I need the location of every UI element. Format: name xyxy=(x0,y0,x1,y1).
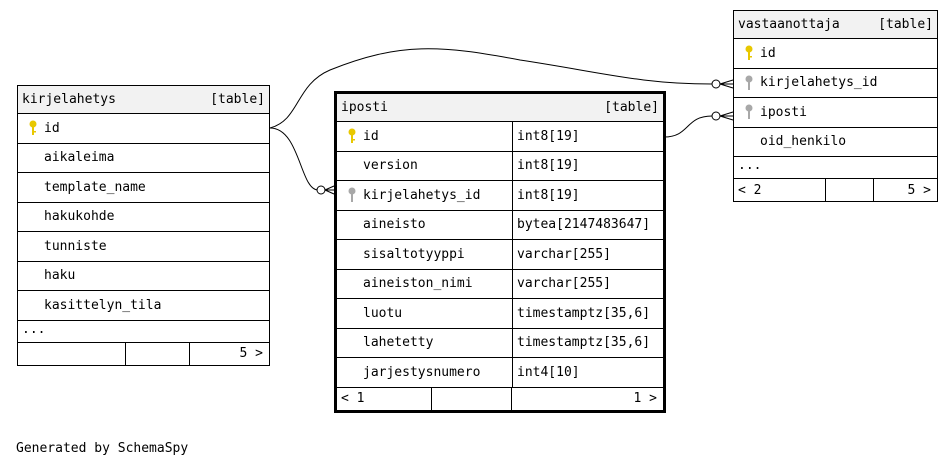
link-kirjelahetys-iposti-circle xyxy=(316,185,326,195)
column-row[interactable]: lahetetty timestamptz[35,6] xyxy=(337,328,663,358)
table-header: kirjelahetys [table] xyxy=(18,86,269,114)
link-kirjelahetys-iposti-crowfoot xyxy=(324,185,335,195)
column-row[interactable]: aikaleima xyxy=(18,144,269,173)
primary-key-icon xyxy=(343,128,361,144)
table-title[interactable]: vastaanottaja xyxy=(738,17,840,32)
column-name: id xyxy=(363,128,379,144)
table-kirjelahetys[interactable]: kirjelahetys [table] id aikaleima templa… xyxy=(17,85,270,366)
children-count[interactable]: 1 > xyxy=(633,391,657,406)
column-name: aineisto xyxy=(363,217,426,233)
column-name: haku xyxy=(44,268,76,284)
link-kirjelahetys-vastaanottaja xyxy=(269,48,713,129)
column-name: kasittelyn_tila xyxy=(44,297,162,313)
table-footer: 5 > xyxy=(18,342,269,365)
table-title[interactable]: iposti xyxy=(341,100,388,115)
parents-count[interactable] xyxy=(18,342,126,365)
parents-count[interactable]: < 1 xyxy=(337,387,432,410)
link-kirjelahetys-vastaanottaja-crowfoot xyxy=(719,79,734,89)
column-type: int4[10] xyxy=(512,358,663,387)
column-name: sisaltotyyppi xyxy=(363,246,465,262)
column-name: kirjelahetys_id xyxy=(760,75,878,91)
more-columns[interactable]: ... xyxy=(734,157,937,179)
rows-count xyxy=(126,342,190,365)
column-type: int8[19] xyxy=(512,122,663,151)
column-row[interactable]: kasittelyn_tila xyxy=(18,291,269,321)
column-name: template_name xyxy=(44,179,146,195)
foreign-key-icon xyxy=(740,104,758,120)
link-kirjelahetys-iposti xyxy=(269,127,319,191)
column-name: oid_henkilo xyxy=(760,134,847,150)
table-tag: [table] xyxy=(604,100,659,115)
column-name: id xyxy=(760,45,776,61)
primary-key-icon xyxy=(24,120,42,136)
column-name: tunniste xyxy=(44,238,107,254)
foreign-key-icon xyxy=(343,187,361,203)
column-name: iposti xyxy=(760,104,807,120)
column-row[interactable]: kirjelahetys_id int8[19] xyxy=(337,181,663,211)
link-iposti-vastaanottaja xyxy=(663,115,713,138)
table-header: vastaanottaja [table] xyxy=(734,11,937,39)
column-row[interactable]: id xyxy=(18,114,269,144)
table-footer: < 2 5 > xyxy=(734,179,937,201)
table-vastaanottaja[interactable]: vastaanottaja [table] id kirjelahetys_id… xyxy=(733,10,938,202)
column-name: version xyxy=(363,158,418,174)
column-name: hakukohde xyxy=(44,209,115,225)
column-row[interactable]: id int8[19] xyxy=(337,122,663,152)
column-name: id xyxy=(44,120,60,136)
table-footer: < 1 1 > xyxy=(337,387,663,410)
column-row[interactable]: iposti xyxy=(734,98,937,128)
link-iposti-vastaanottaja-crowfoot xyxy=(719,111,734,121)
column-row[interactable]: aineisto bytea[2147483647] xyxy=(337,210,663,240)
generated-by-label: Generated by SchemaSpy xyxy=(16,441,189,456)
column-row[interactable]: template_name xyxy=(18,173,269,203)
children-count[interactable]: 5 > xyxy=(239,346,263,361)
table-tag: [table] xyxy=(878,17,933,32)
column-row[interactable]: haku xyxy=(18,262,269,291)
column-row[interactable]: tunniste xyxy=(18,232,269,262)
column-type: varchar[255] xyxy=(512,269,663,298)
column-name: jarjestysnumero xyxy=(363,364,481,380)
column-row[interactable]: jarjestysnumero int4[10] xyxy=(337,358,663,388)
parents-count[interactable]: < 2 xyxy=(734,179,826,201)
more-columns[interactable]: ... xyxy=(18,321,269,343)
column-type: int8[19] xyxy=(512,181,663,210)
rows-count xyxy=(826,179,874,201)
link-iposti-vastaanottaja-circle xyxy=(711,111,721,121)
column-row[interactable]: aineiston_nimi varchar[255] xyxy=(337,269,663,299)
column-row[interactable]: version int8[19] xyxy=(337,151,663,181)
table-title[interactable]: kirjelahetys xyxy=(22,92,116,107)
column-type: bytea[2147483647] xyxy=(512,210,663,239)
column-row[interactable]: id xyxy=(734,39,937,69)
column-type: int8[19] xyxy=(512,151,663,180)
column-name: luotu xyxy=(363,305,403,321)
column-type: timestamptz[35,6] xyxy=(512,328,663,357)
column-row[interactable]: oid_henkilo xyxy=(734,128,937,157)
column-name: aikaleima xyxy=(44,150,115,166)
column-name: kirjelahetys_id xyxy=(363,187,481,203)
column-type: varchar[255] xyxy=(512,240,663,269)
column-type: timestamptz[35,6] xyxy=(512,299,663,328)
table-iposti[interactable]: iposti [table] id int8[19] version int8[19… xyxy=(334,91,666,413)
foreign-key-icon xyxy=(740,75,758,91)
table-header: iposti [table] xyxy=(337,94,663,122)
rows-count xyxy=(432,387,512,410)
primary-key-icon xyxy=(740,45,758,61)
column-row[interactable]: luotu timestamptz[35,6] xyxy=(337,299,663,329)
column-row[interactable]: hakukohde xyxy=(18,203,269,232)
column-row[interactable]: kirjelahetys_id xyxy=(734,69,937,98)
children-count[interactable]: 5 > xyxy=(907,182,931,198)
column-name: aineiston_nimi xyxy=(363,276,473,292)
link-kirjelahetys-vastaanottaja-circle xyxy=(711,79,721,89)
column-row[interactable]: sisaltotyyppi varchar[255] xyxy=(337,240,663,270)
column-name: lahetetty xyxy=(363,335,434,351)
table-tag: [table] xyxy=(210,92,265,107)
